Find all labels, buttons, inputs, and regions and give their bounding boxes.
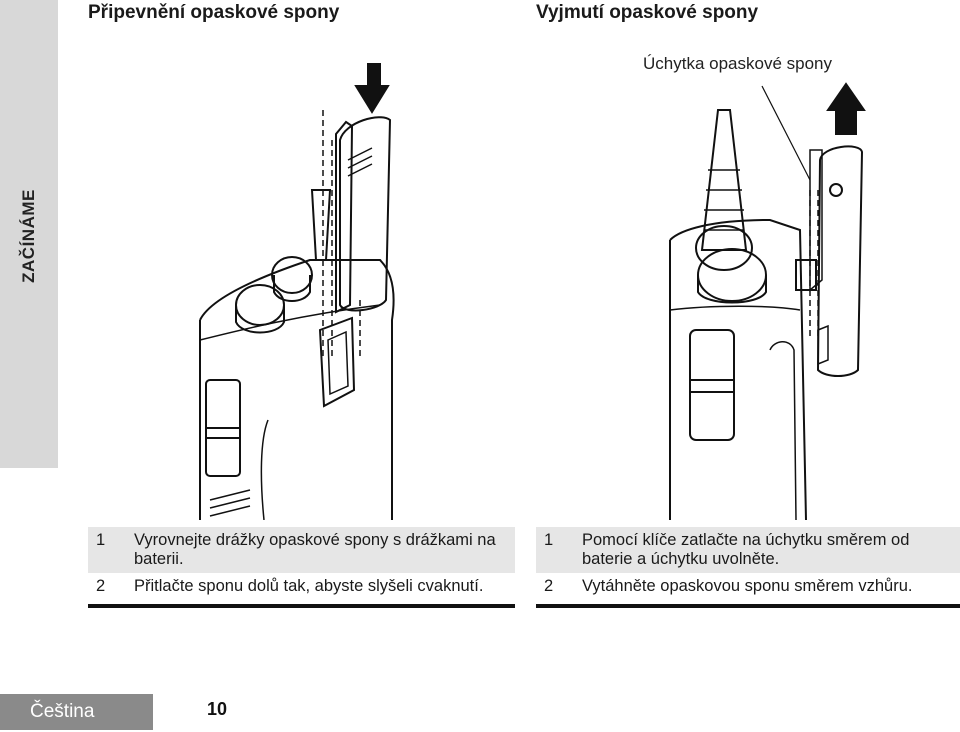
step-number: 1 [544,531,554,549]
remove-clip-heading: Vyjmutí opaskové spony [536,2,759,23]
attach-clip-heading: Připevnění opaskové spony [88,2,340,23]
clip-tab-callout: Úchytka opaskové spony [643,54,832,73]
step-number: 2 [544,577,554,595]
section-rule [88,604,515,608]
section-tab: ZAČÍNÁME [0,0,58,468]
page-number: 10 [207,699,228,719]
down-arrow-icon [354,63,390,114]
remove-clip-illustration [669,82,866,520]
step-2: 2 Přitlačte sponu dolů tak, abyste slyše… [88,573,515,600]
step-2: 2 Vytáhněte opaskovou sponu směrem vzhůr… [536,573,960,600]
attach-clip-steps: 1 Vyrovnejte drážky opaskové spony s drá… [88,527,515,608]
section-rule [536,604,960,608]
step-1: 1 Pomocí klíče zatlačte na úchytku směre… [536,527,960,573]
step-text: Vytáhněte opaskovou sponu směrem vzhůru. [582,577,913,595]
step-1: 1 Vyrovnejte drážky opaskové spony s drá… [88,527,515,573]
section-tab-label: ZAČÍNÁME [19,189,38,283]
step-text: Pomocí klíče zatlačte na úchytku směrem … [582,531,910,568]
step-number: 1 [96,531,106,549]
language-label: Čeština [0,694,153,730]
step-text: Vyrovnejte drážky opaskové spony s drážk… [134,531,496,568]
step-number: 2 [96,577,106,595]
remove-clip-steps: 1 Pomocí klíče zatlačte na úchytku směre… [536,527,960,608]
up-arrow-icon [826,82,866,135]
step-text: Přitlačte sponu dolů tak, abyste slyšeli… [134,577,484,595]
attach-clip-illustration [199,63,395,520]
